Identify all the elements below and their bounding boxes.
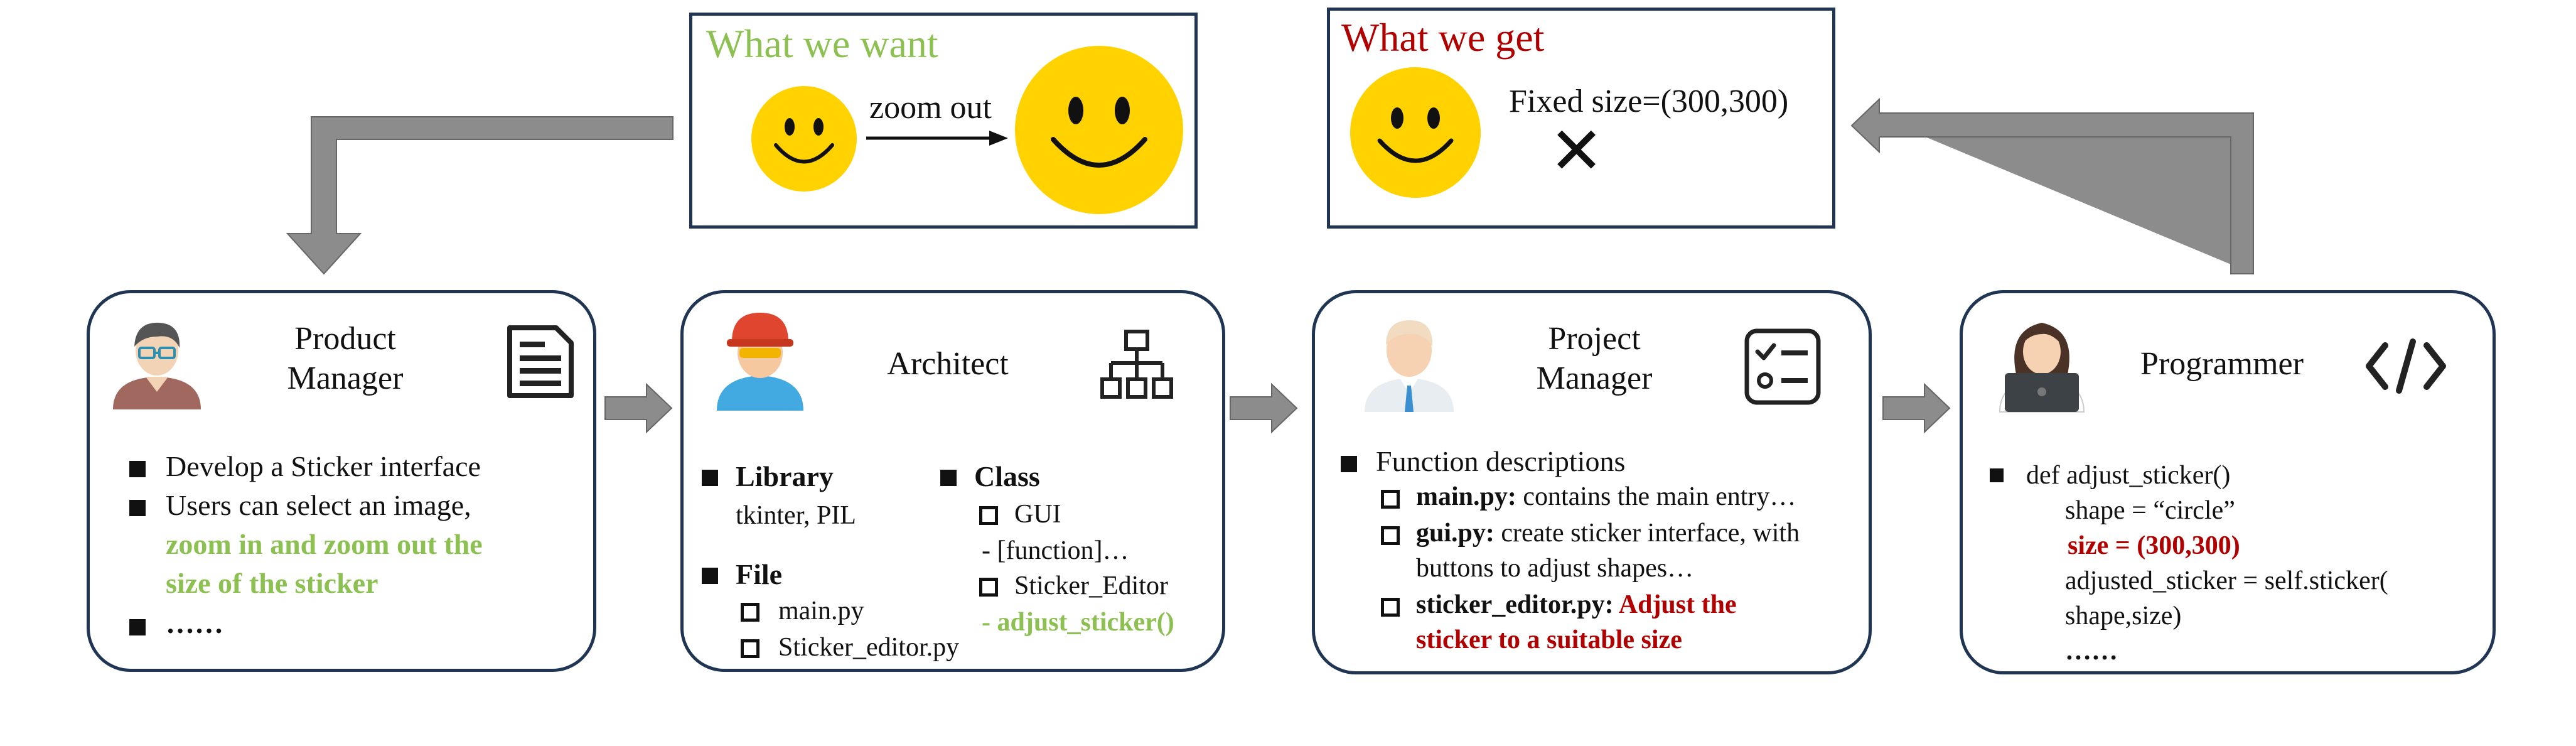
project-manager-title-line2: Manager (1536, 360, 1653, 397)
product-manager-title-line1: Product (294, 321, 396, 357)
arch-class-gui-fn: - [function]… (982, 536, 1129, 565)
proj-checkbox-1 (1381, 490, 1400, 509)
proj-item-1: main.py: contains the main entry… (1416, 480, 1796, 514)
proj-item-1-name: main.py: (1416, 482, 1516, 511)
proj-item-2: gui.py: create sticker interface, with (1416, 516, 1800, 551)
arch-bullet-class (940, 470, 957, 486)
programmer-avatar-icon (1999, 323, 2085, 413)
project-manager-avatar-icon (1365, 320, 1454, 412)
checklist-icon (1744, 328, 1821, 405)
programmer-title: Programmer (2140, 346, 2304, 382)
proj-item-1-desc: contains the main entry… (1516, 482, 1796, 511)
pm-item-1: Develop a Sticker interface (166, 450, 481, 482)
proj-item-3: sticker_editor.py: Adjust the (1416, 588, 1737, 622)
proj-item-2-name: gui.py: (1416, 519, 1495, 548)
arch-file-1: main.py (778, 597, 864, 625)
arch-library-value: tkinter, PIL (736, 501, 856, 530)
arch-class-checkbox-2 (979, 578, 998, 597)
pm-item-2-highlight-a: zoom in and zoom out the (166, 528, 483, 560)
prog-code-line-4: adjusted_sticker = self.sticker( (2065, 566, 2388, 595)
arch-file-2: Sticker_editor.py (778, 633, 960, 662)
arch-bullet-library (702, 470, 718, 486)
arch-library-title: Library (736, 460, 834, 492)
what-we-get-title: What we get (1341, 15, 1545, 60)
flow-arrow-2 (1230, 382, 1298, 434)
pm-bullet-1 (129, 461, 146, 477)
pm-item-2: Users can select an image, (166, 489, 471, 521)
prog-code-line-5: shape,size) (2065, 602, 2182, 630)
arch-bullet-file (702, 568, 718, 584)
arch-class-checkbox-1 (979, 506, 998, 525)
proj-item-2-desc-line2: buttons to adjust shapes… (1416, 554, 1694, 583)
document-icon (507, 325, 574, 398)
large-smiley-icon (1015, 46, 1183, 214)
proj-item-2-desc: create sticker interface, with (1494, 519, 1800, 548)
cross-icon: ✕ (1549, 112, 1604, 189)
pm-item-ellipsis: …… (166, 607, 223, 639)
small-smiley-icon (751, 86, 857, 192)
arch-file-checkbox-2 (741, 639, 759, 658)
proj-item-3-name: sticker_editor.py: (1416, 590, 1614, 619)
flow-arrow-1 (604, 382, 673, 434)
architect-title: Architect (887, 346, 1009, 382)
architect-avatar-icon (717, 313, 803, 411)
project-manager-title: Project Manager (1500, 319, 1688, 399)
fixed-smiley-icon (1350, 67, 1481, 198)
prog-code-ellipsis: …… (2065, 637, 2118, 666)
arch-file-checkbox-1 (741, 603, 759, 622)
proj-heading: Function descriptions (1376, 445, 1626, 477)
what-we-want-title: What we want (706, 21, 938, 66)
product-manager-title-line2: Manager (287, 360, 404, 397)
zoom-out-arrow (866, 131, 1008, 146)
pm-bullet-3 (129, 619, 146, 635)
product-manager-title: Product Manager (251, 319, 439, 399)
arch-file-title: File (736, 558, 783, 590)
proj-checkbox-3 (1381, 598, 1400, 617)
arch-class-editor: Sticker_Editor (1014, 571, 1168, 600)
project-manager-title-line1: Project (1548, 321, 1641, 357)
proj-item-3-desc-line2: sticker to a suitable size (1416, 625, 1682, 654)
prog-bullet-1 (1990, 468, 2004, 482)
code-icon (2366, 338, 2446, 394)
arch-class-editor-fn: - adjust_sticker() (982, 608, 1174, 637)
pm-bullet-2 (129, 500, 146, 516)
prog-code-line-1: def adjust_sticker() (2026, 461, 2231, 490)
product-manager-avatar-icon (113, 322, 201, 409)
fixed-size-label: Fixed size=(300,300) (1509, 84, 1789, 119)
proj-checkbox-2 (1381, 526, 1400, 545)
proj-item-3-desc: Adjust the (1613, 590, 1737, 619)
proj-bullet-1 (1341, 456, 1357, 472)
arch-class-title: Class (974, 460, 1040, 492)
flow-arrow-3 (1882, 382, 1951, 434)
hierarchy-icon (1100, 330, 1173, 399)
arch-class-gui: GUI (1014, 500, 1061, 529)
pm-item-2-highlight-b: size of the sticker (166, 567, 378, 599)
zoom-out-label: zoom out (869, 90, 992, 126)
prog-code-line-3: size = (300,300) (2068, 531, 2240, 560)
prog-code-line-2: shape = “circle” (2065, 496, 2235, 525)
